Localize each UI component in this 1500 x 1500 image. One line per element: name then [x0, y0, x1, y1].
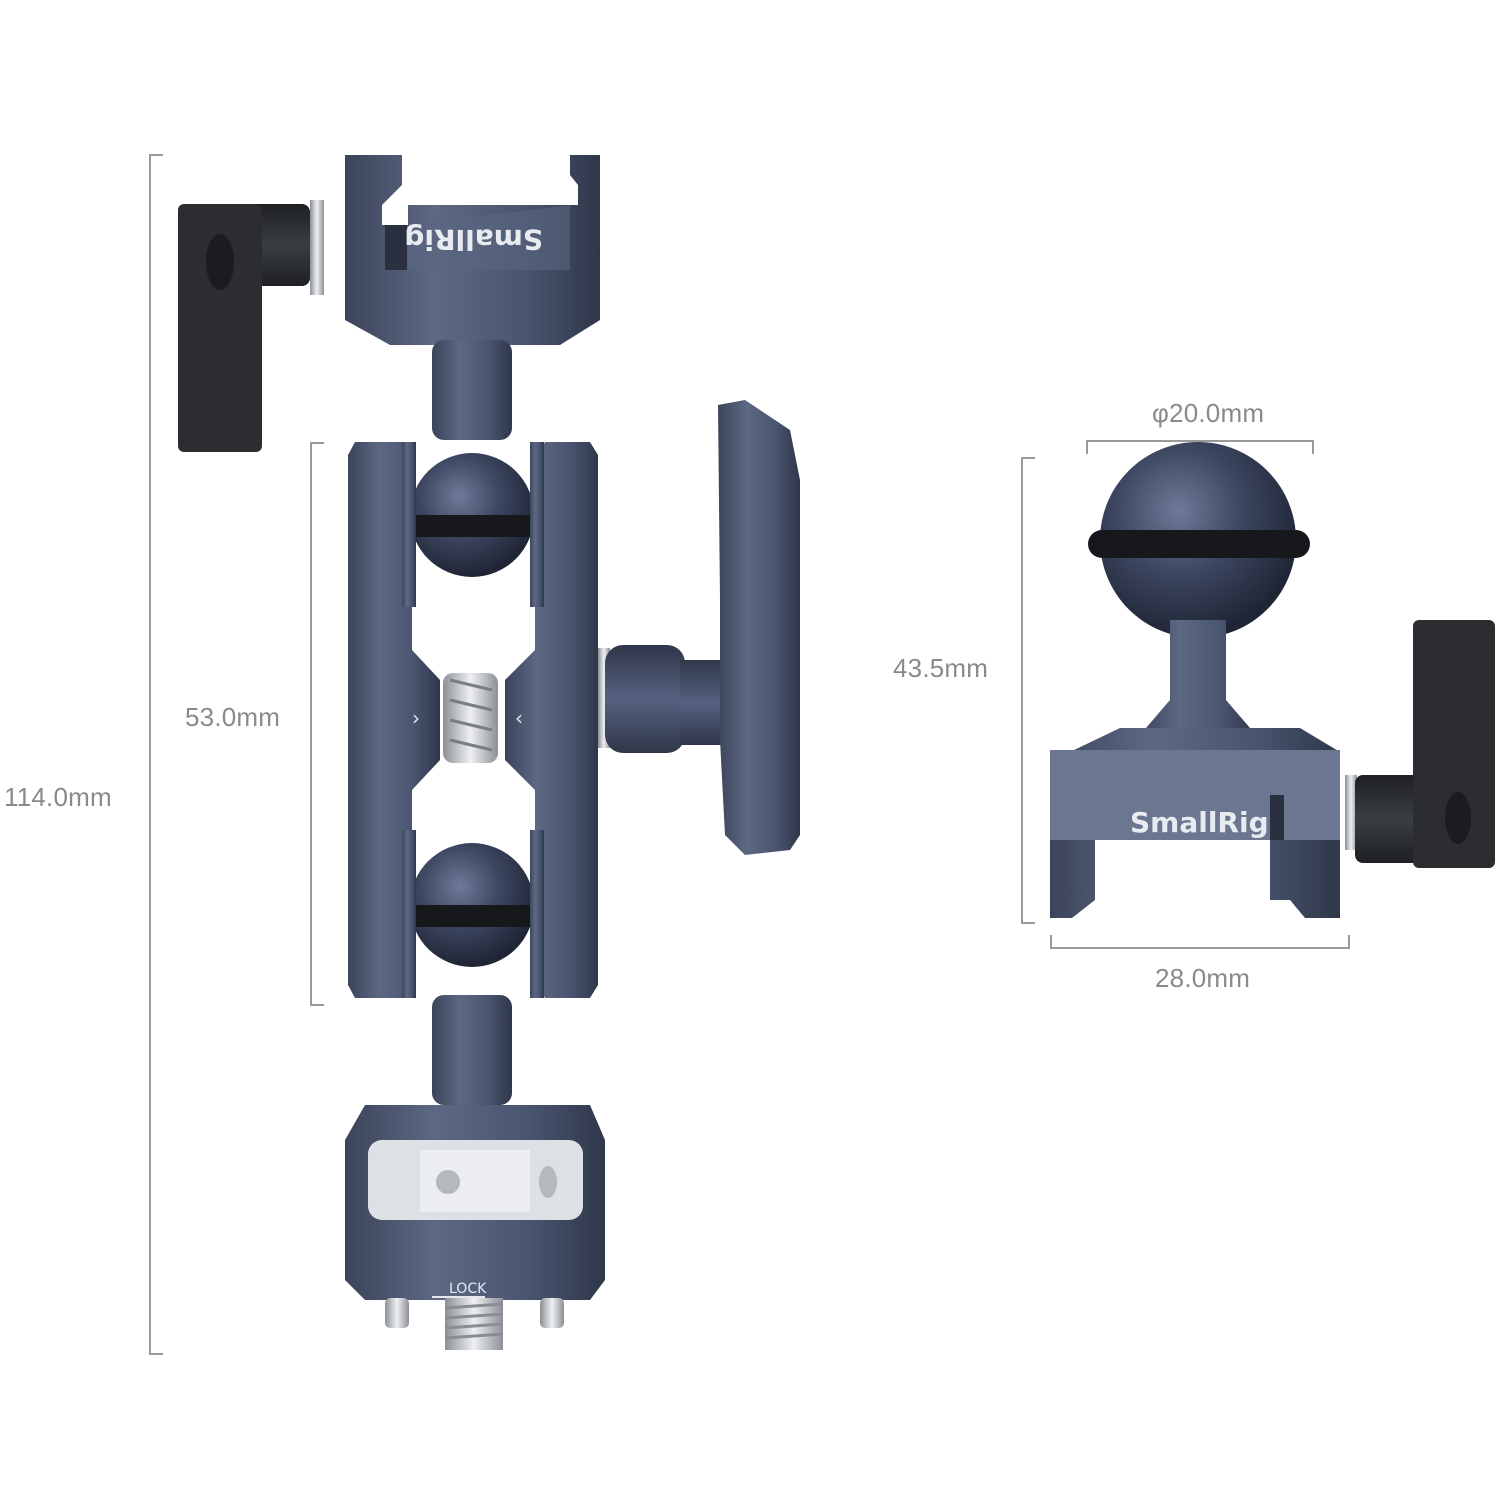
top-clamp — [345, 155, 600, 345]
right-view-ball-mount — [1050, 442, 1495, 918]
top-ball-joint — [402, 442, 544, 607]
top-stem — [432, 340, 512, 440]
bottom-base — [345, 1105, 605, 1350]
ball-diameter-bracket — [1086, 440, 1314, 454]
right-arrow-marker: ‹ — [515, 706, 523, 730]
lock-label: LOCK — [449, 1281, 487, 1297]
arm-tension-knob — [598, 400, 800, 855]
top-locking-knob — [178, 200, 324, 452]
top-clamp-logo: SmallRig — [404, 223, 543, 256]
bottom-ball-joint — [402, 830, 544, 998]
bottom-stem — [432, 995, 512, 1105]
ball-diameter-label: φ20.0mm — [1152, 398, 1265, 428]
height-bracket — [1021, 457, 1035, 924]
height-label: 43.5mm — [893, 653, 989, 683]
overall-height-label: 114.0mm — [4, 782, 112, 812]
overall-height-bracket — [149, 154, 163, 1355]
arm-length-label: 53.0mm — [185, 702, 281, 732]
arm-length-bracket — [310, 442, 324, 1006]
width-label: 28.0mm — [1155, 963, 1251, 993]
right-view-logo: SmallRig — [1130, 806, 1269, 839]
spring — [443, 673, 498, 763]
left-arrow-marker: › — [412, 706, 420, 730]
arm-body — [348, 442, 598, 998]
width-bracket — [1050, 935, 1350, 949]
